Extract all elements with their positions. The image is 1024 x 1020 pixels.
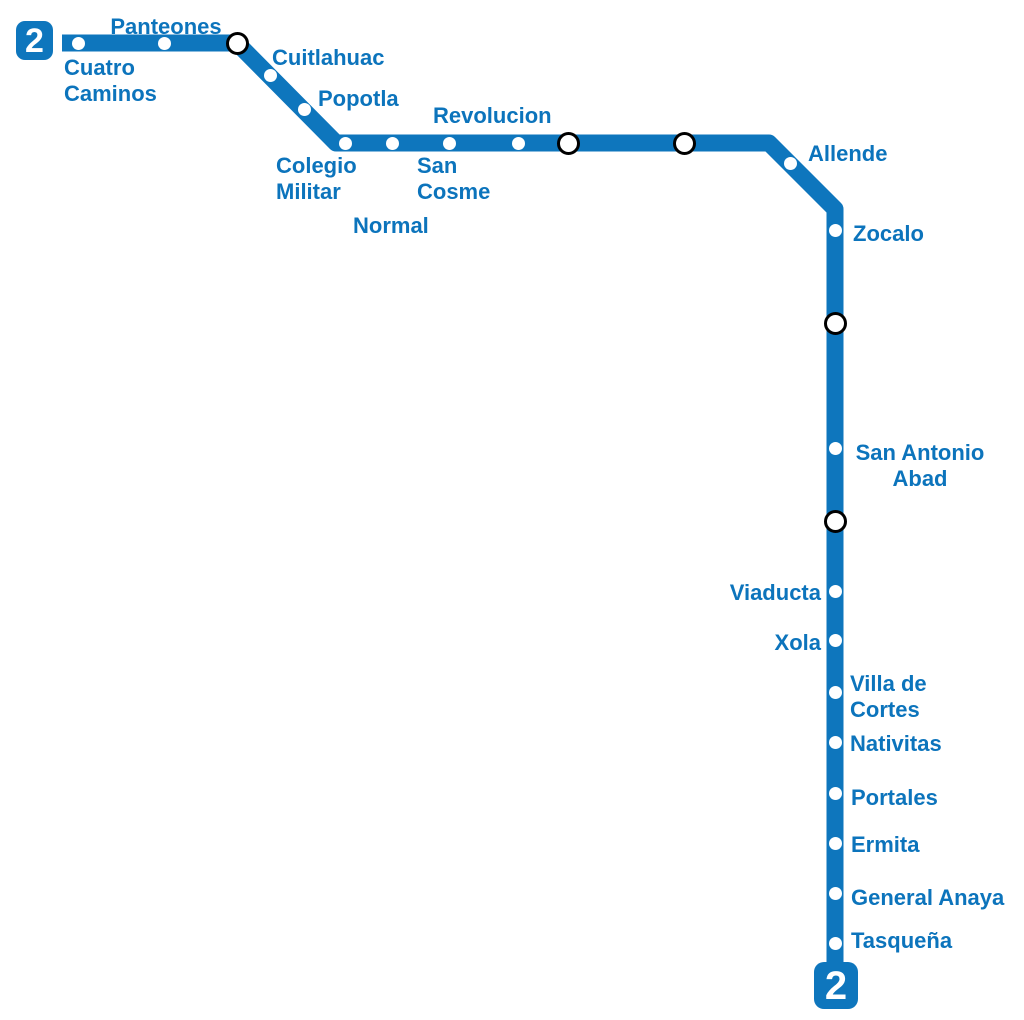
line-number-label: 2: [25, 21, 44, 60]
station-dot-viaducta[interactable]: [828, 584, 842, 598]
station-label-general-anaya: General Anaya: [851, 885, 1005, 910]
line-2-route-path: [62, 34, 844, 968]
station-label-portales: Portales: [851, 785, 938, 810]
transfer-station-dot[interactable]: [672, 131, 696, 155]
station-dot-tasque-a[interactable]: [828, 936, 842, 950]
station-dot-popotla[interactable]: [297, 102, 311, 116]
station-dot-ermita[interactable]: [828, 836, 842, 850]
station-label-xola: Xola: [774, 630, 821, 655]
station-dot-general-anaya[interactable]: [828, 886, 842, 900]
station-dot-nativitas[interactable]: [828, 735, 842, 749]
station-label-popotla: Popotla: [318, 86, 399, 111]
transfer-station-dot[interactable]: [225, 31, 249, 55]
station-dot-normal[interactable]: [385, 136, 399, 150]
line-2-terminal-badge-bottom: 2: [814, 962, 858, 1009]
station-dot-allende[interactable]: [783, 156, 797, 170]
station-dot-xola[interactable]: [828, 633, 842, 647]
station-dot-colegio-militar[interactable]: [338, 136, 352, 150]
station-label-cuitlahuac: Cuitlahuac: [272, 45, 385, 70]
station-dot-revolucion[interactable]: [511, 136, 525, 150]
line-2-terminal-badge-top: 2: [16, 21, 53, 60]
station-label-normal: Normal: [353, 213, 429, 238]
transfer-station-dot[interactable]: [556, 131, 580, 155]
station-label-allende: Allende: [808, 141, 888, 166]
station-label-tasque-a: Tasqueña: [851, 928, 953, 953]
station-dot-portales[interactable]: [828, 786, 842, 800]
station-dot-cuitlahuac[interactable]: [263, 68, 277, 82]
station-label-panteones: Panteones: [110, 14, 222, 39]
line-number-label: 2: [824, 963, 848, 1008]
station-label-zocalo: Zocalo: [853, 221, 924, 246]
station-dot-zocalo[interactable]: [828, 223, 842, 237]
station-dot-san-cosme[interactable]: [442, 136, 456, 150]
station-dot-panteones[interactable]: [157, 36, 171, 50]
station-dot-villa-de-cortes[interactable]: [828, 685, 842, 699]
station-dot-cuatro-caminos[interactable]: [71, 36, 85, 50]
station-label-revolucion: Revolucion: [433, 103, 552, 128]
station-label-ermita: Ermita: [851, 832, 920, 857]
transfer-station-dot[interactable]: [823, 311, 847, 335]
station-label-nativitas: Nativitas: [850, 731, 942, 756]
station-label-viaducta: Viaducta: [729, 580, 821, 605]
transfer-station-dot[interactable]: [823, 509, 847, 533]
station-dot-san-antonio-abad[interactable]: [828, 441, 842, 455]
